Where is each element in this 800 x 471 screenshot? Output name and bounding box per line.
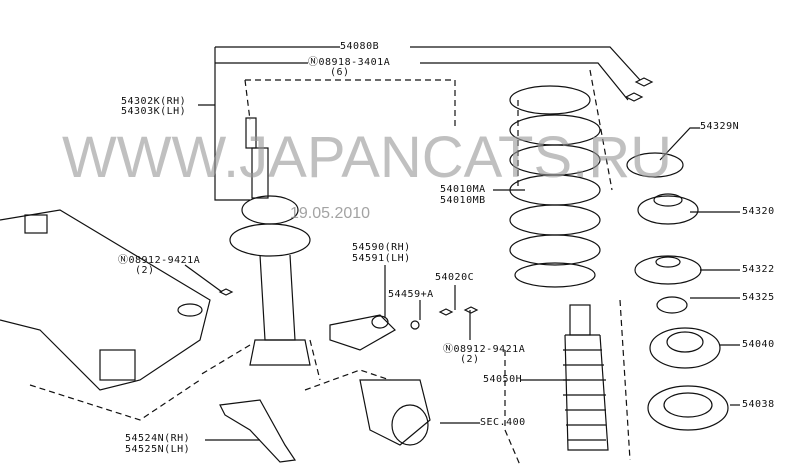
label-strut-rh: 54302K(RH) [121, 96, 187, 107]
label-08918-qty: (6) [330, 67, 350, 78]
label-08918-3401A: Ⓝ08918-3401A [308, 57, 391, 68]
leader-lines [184, 46, 740, 441]
label-bracket-rh: 54590(RH) [352, 242, 411, 253]
label-arm-rh: 54524N(RH) [125, 433, 191, 444]
label-strut-lh: 54303K(LH) [121, 106, 187, 117]
label-sec400[interactable]: SEC.400 [480, 417, 526, 428]
knuckle-and-bracket [219, 306, 479, 463]
date-stamp: 19.05.2010 [290, 205, 371, 222]
watermark: WWW.JAPANCATS.RU [62, 125, 673, 190]
label-nut-right: Ⓝ08912-9421A [443, 344, 526, 355]
label-54320: 54320 [742, 206, 775, 217]
label-54329N: 54329N [700, 121, 740, 132]
label-54080B: 54080B [340, 41, 380, 52]
label-nut-left-qty: (2) [135, 265, 155, 276]
label-arm-lh: 54525N(LH) [125, 444, 191, 455]
label-bracket-lh: 54591(LH) [352, 253, 411, 264]
label-nut-left: Ⓝ08912-9421A [118, 255, 201, 266]
strut-assembly [229, 117, 311, 366]
label-spring-a: 54010MA [440, 184, 486, 195]
coil-spring [509, 85, 601, 288]
label-54038: 54038 [742, 399, 775, 410]
label-spring-b: 54010MB [440, 195, 486, 206]
dust-boot [563, 304, 609, 451]
label-54050H: 54050H [483, 374, 523, 385]
label-54020C: 54020C [435, 272, 475, 283]
label-54459A: 54459+A [388, 289, 434, 300]
mount-stack [624, 77, 729, 431]
label-54040: 54040 [742, 339, 775, 350]
dashed-guides [29, 69, 631, 466]
label-54325: 54325 [742, 292, 775, 303]
label-54322: 54322 [742, 264, 775, 275]
label-nut-right-qty: (2) [460, 354, 480, 365]
subframe [0, 209, 234, 391]
